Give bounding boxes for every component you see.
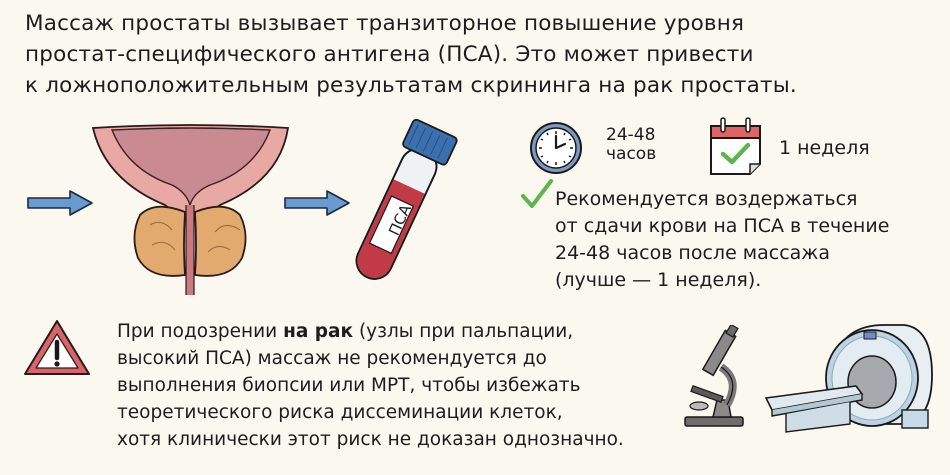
intro-line: Массаж простаты вызывает транзиторное по… xyxy=(25,11,745,36)
warning-icon xyxy=(22,318,92,378)
recommendation-line: от сдачи крови на ПСА в течение xyxy=(555,215,890,237)
warning-line: теоретического риска диссеминации клеток… xyxy=(117,402,563,423)
warning-emphasis: на рак xyxy=(283,321,354,342)
recommendation-text: Рекомендуется воздержаться от сдачи кров… xyxy=(555,186,889,294)
warning-text: При подозрении на рак (узлы при пальпаци… xyxy=(117,318,624,453)
mri-scanner-icon xyxy=(764,320,934,440)
intro-line: к ложноположительным результатам скринин… xyxy=(25,73,797,98)
calendar-check-icon xyxy=(708,116,764,178)
arrow-right-icon xyxy=(26,188,96,218)
clock-unit: часов xyxy=(606,144,657,164)
calendar-duration: 1 неделя xyxy=(779,137,870,159)
check-icon xyxy=(520,178,554,210)
recommendation-line: 24-48 часов после массажа xyxy=(555,242,831,264)
warning-line: высокий ПСА) массаж не рекомендуется до xyxy=(117,348,547,369)
warning-line: При подозрении на рак (узлы при пальпаци… xyxy=(117,321,574,342)
intro-paragraph: Массаж простаты вызывает транзиторное по… xyxy=(25,8,925,101)
warning-line: выполнения биопсии или МРТ, чтобы избежа… xyxy=(117,375,581,396)
recommendation-line: Рекомендуется воздержаться xyxy=(555,188,858,210)
intro-line: простат-специфического антигена (ПСА). Э… xyxy=(25,42,754,67)
microscope-icon xyxy=(683,325,748,430)
clock-value: 24-48 xyxy=(606,125,656,145)
clock-duration: 24-48 часов xyxy=(606,126,656,164)
clock-icon xyxy=(528,120,584,176)
prostate-illustration xyxy=(90,120,295,300)
arrow-right-icon xyxy=(283,188,353,218)
warning-line: хотя клинически этот риск не доказан одн… xyxy=(117,429,624,450)
blood-tube-illustration: ПСА xyxy=(340,115,465,290)
recommendation-line: (лучше — 1 неделя). xyxy=(555,269,762,291)
